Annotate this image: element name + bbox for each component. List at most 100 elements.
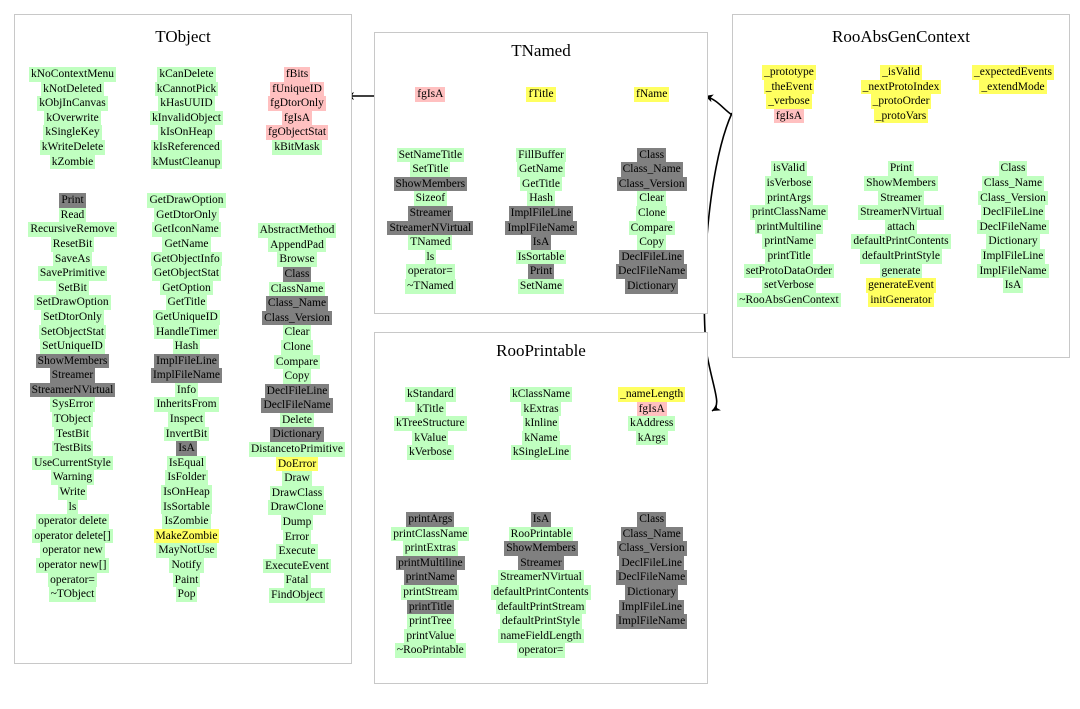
member-item[interactable]: isValid [771,161,807,176]
member-item[interactable]: SaveAs [52,251,93,267]
member-item[interactable]: ImplFileLine [154,353,219,369]
member-item[interactable]: InheritsFrom [154,397,219,413]
member-item[interactable]: defaultPrintStyle [860,248,942,264]
member-item[interactable]: operator= [405,264,455,279]
member-item[interactable]: initGenerator [868,292,934,308]
member-item[interactable]: ~RooPrintable [394,643,466,658]
member-item[interactable]: operator delete [36,514,109,529]
member-item[interactable]: DrawClone [268,500,326,516]
member-item[interactable]: Fatal [283,573,311,588]
member-item[interactable]: kValue [412,430,449,446]
member-item[interactable]: SetObjectStat [38,324,107,340]
member-item[interactable]: Dictionary [986,234,1040,249]
member-item[interactable]: FindObject [269,588,325,603]
member-item[interactable]: Clear [282,325,312,340]
member-item[interactable]: kZombie [49,154,96,170]
member-item[interactable]: operator= [48,572,97,588]
member-item[interactable]: ImplFileName [150,368,223,383]
member-item[interactable]: IsA [530,235,552,250]
member-item[interactable]: GetName [516,162,566,177]
member-item[interactable]: TObject [51,412,94,427]
member-item[interactable]: Error [282,529,312,545]
member-item[interactable]: IsA [530,511,552,527]
member-item[interactable]: defaultPrintStream [495,599,587,615]
member-item[interactable]: StreamerNVirtual [29,382,116,398]
member-item[interactable]: fName [634,87,670,102]
member-item[interactable]: printStream [401,584,460,600]
member-item[interactable]: Streamer [49,368,96,383]
member-item[interactable]: Notify [169,558,204,573]
member-item[interactable]: fgObjectStat [265,125,329,140]
member-item[interactable]: Class_Name [265,296,329,311]
member-item[interactable]: GetTitle [165,295,208,310]
member-item[interactable]: ls [66,499,79,515]
member-item[interactable]: kIsReferenced [151,139,222,155]
member-item[interactable]: GetOption [160,280,213,296]
member-item[interactable]: Dictionary [625,278,679,294]
member-item[interactable]: Browse [277,252,317,267]
member-item[interactable]: ImplFileName [505,220,577,236]
member-item[interactable]: Clone [635,205,668,221]
member-item[interactable]: _nameLength [618,387,686,402]
member-item[interactable]: IsA [1002,278,1024,293]
member-item[interactable]: DeclFileName [261,398,333,413]
member-item[interactable]: printMultiline [754,219,824,235]
member-item[interactable]: MakeZombie [153,528,220,544]
member-item[interactable]: ImplFileName [977,263,1049,279]
member-item[interactable]: SetNameTitle [396,147,465,163]
member-item[interactable]: Streamer [518,555,564,571]
member-item[interactable]: printTitle [765,248,813,264]
member-item[interactable]: SysError [50,397,95,413]
member-item[interactable]: GetObjectStat [151,266,222,281]
member-item[interactable]: Sizeof [413,191,448,206]
member-item[interactable]: InvertBit [163,426,210,442]
member-item[interactable]: Class_Version [616,541,687,556]
member-item[interactable]: DeclFileLine [264,383,330,399]
member-item[interactable]: RooPrintable [508,526,574,542]
member-item[interactable]: defaultPrintContents [491,584,591,600]
member-item[interactable]: GetTitle [520,176,562,192]
member-item[interactable]: Execute [276,544,318,559]
member-item[interactable]: kObjInCanvas [37,96,108,111]
member-item[interactable]: kName [522,430,560,446]
member-item[interactable]: IsSortable [515,249,567,265]
member-item[interactable]: Hash [172,339,201,354]
member-item[interactable]: ShowMembers [393,176,468,192]
member-item[interactable]: fgIsA [281,110,313,126]
member-item[interactable]: printValue [404,628,457,644]
member-item[interactable]: operator new [40,543,105,558]
member-item[interactable]: ClassName [268,281,326,297]
member-item[interactable]: Paint [172,572,201,588]
member-item[interactable]: Class [637,511,667,527]
member-item[interactable]: kStandard [405,387,456,402]
member-item[interactable]: HandleTimer [154,324,219,340]
member-item[interactable]: printExtras [402,541,458,556]
member-item[interactable]: Compare [273,354,321,370]
member-item[interactable]: FillBuffer [516,147,566,163]
member-item[interactable]: kInline [522,416,560,431]
member-item[interactable]: kTreeStructure [394,416,467,431]
member-item[interactable]: Print [527,264,555,279]
member-item[interactable]: GetDtorOnly [154,207,219,223]
member-item[interactable]: defaultPrintContents [851,234,951,249]
member-item[interactable]: Dump [280,515,314,530]
member-item[interactable]: AppendPad [268,237,326,253]
member-item[interactable]: _theEvent [763,79,815,95]
member-item[interactable]: GetName [162,236,211,252]
member-item[interactable]: IsFolder [165,470,208,486]
member-item[interactable]: SetDtorOnly [41,309,104,325]
member-item[interactable]: IsEqual [166,455,207,471]
member-item[interactable]: _isValid [880,65,922,80]
member-item[interactable]: SavePrimitive [37,266,108,281]
member-item[interactable]: Class_Version [262,310,332,326]
member-item[interactable]: IsSortable [161,499,212,515]
member-item[interactable]: kCanDelete [157,67,216,82]
member-item[interactable]: DeclFileLine [980,205,1046,220]
member-item[interactable]: ls [424,249,437,265]
member-item[interactable]: kNotDeleted [41,81,104,97]
member-item[interactable]: Class_Version [978,190,1048,206]
member-item[interactable]: Class_Name [620,162,683,177]
member-item[interactable]: printClassName [391,526,470,542]
member-item[interactable]: operator delete[] [32,528,113,544]
